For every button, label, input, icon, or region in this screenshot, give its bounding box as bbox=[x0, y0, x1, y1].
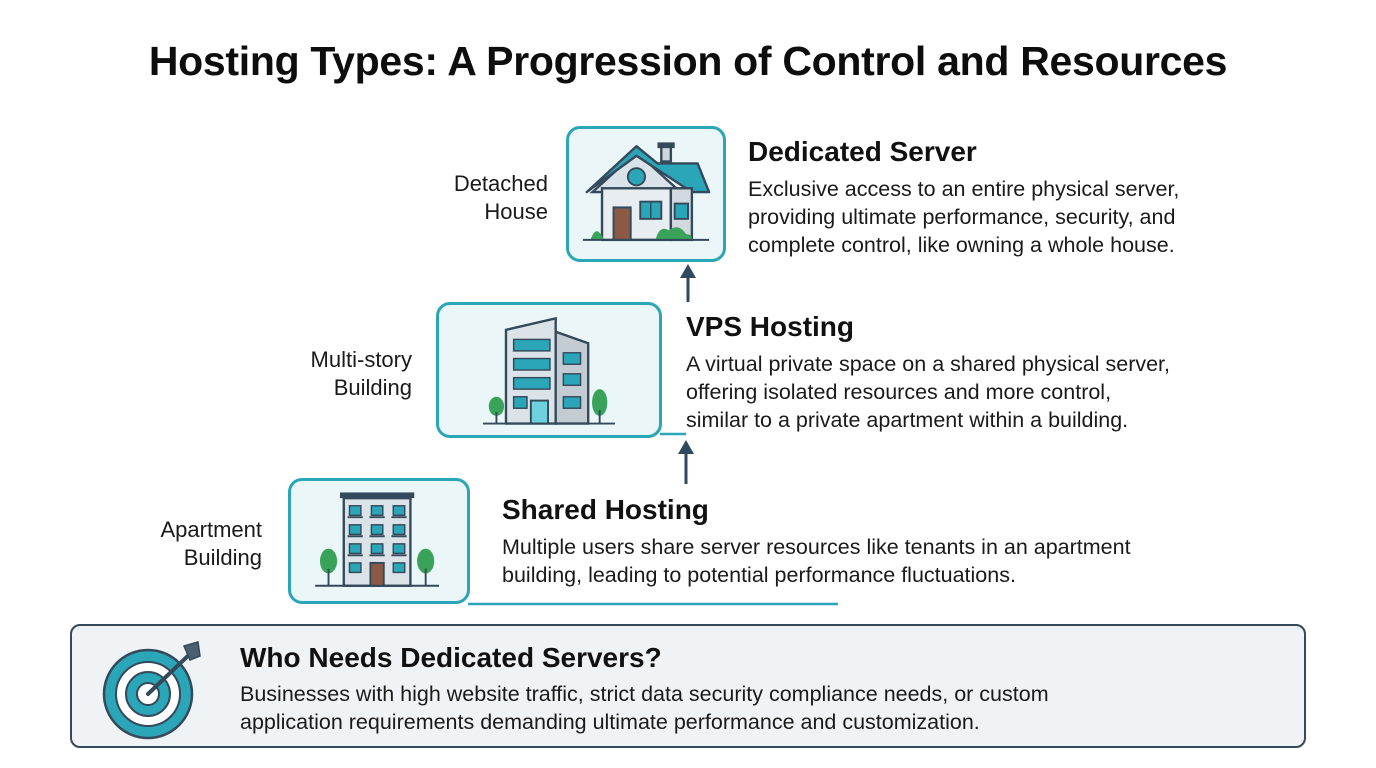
who-needs-heading: Who Needs Dedicated Servers? bbox=[240, 642, 662, 673]
apartment-building-icon bbox=[315, 492, 439, 587]
office-building-icon bbox=[483, 316, 615, 425]
target-icon bbox=[102, 641, 201, 740]
shared-hosting-card bbox=[288, 478, 470, 604]
page-title: Hosting Types: A Progression of Control … bbox=[148, 38, 1228, 84]
dedicated-server-card bbox=[566, 126, 726, 262]
tier-heading-dedicated: Dedicated Server bbox=[748, 136, 977, 167]
who-needs-dedicated-box: Who Needs Dedicated Servers? Businesses … bbox=[70, 624, 1306, 748]
tier-desc-dedicated: Exclusive access to an entire physical s… bbox=[748, 177, 1180, 257]
tier-heading-shared: Shared Hosting bbox=[502, 494, 709, 525]
tier-desc-shared: Multiple users share server resources li… bbox=[502, 535, 1131, 587]
house-icon bbox=[582, 142, 711, 242]
tier-desc-vps: A virtual private space on a shared phys… bbox=[686, 352, 1171, 432]
tier-heading-vps: VPS Hosting bbox=[686, 311, 855, 342]
vps-hosting-card bbox=[436, 302, 662, 438]
who-needs-desc: Businesses with high website traffic, st… bbox=[240, 682, 1049, 734]
